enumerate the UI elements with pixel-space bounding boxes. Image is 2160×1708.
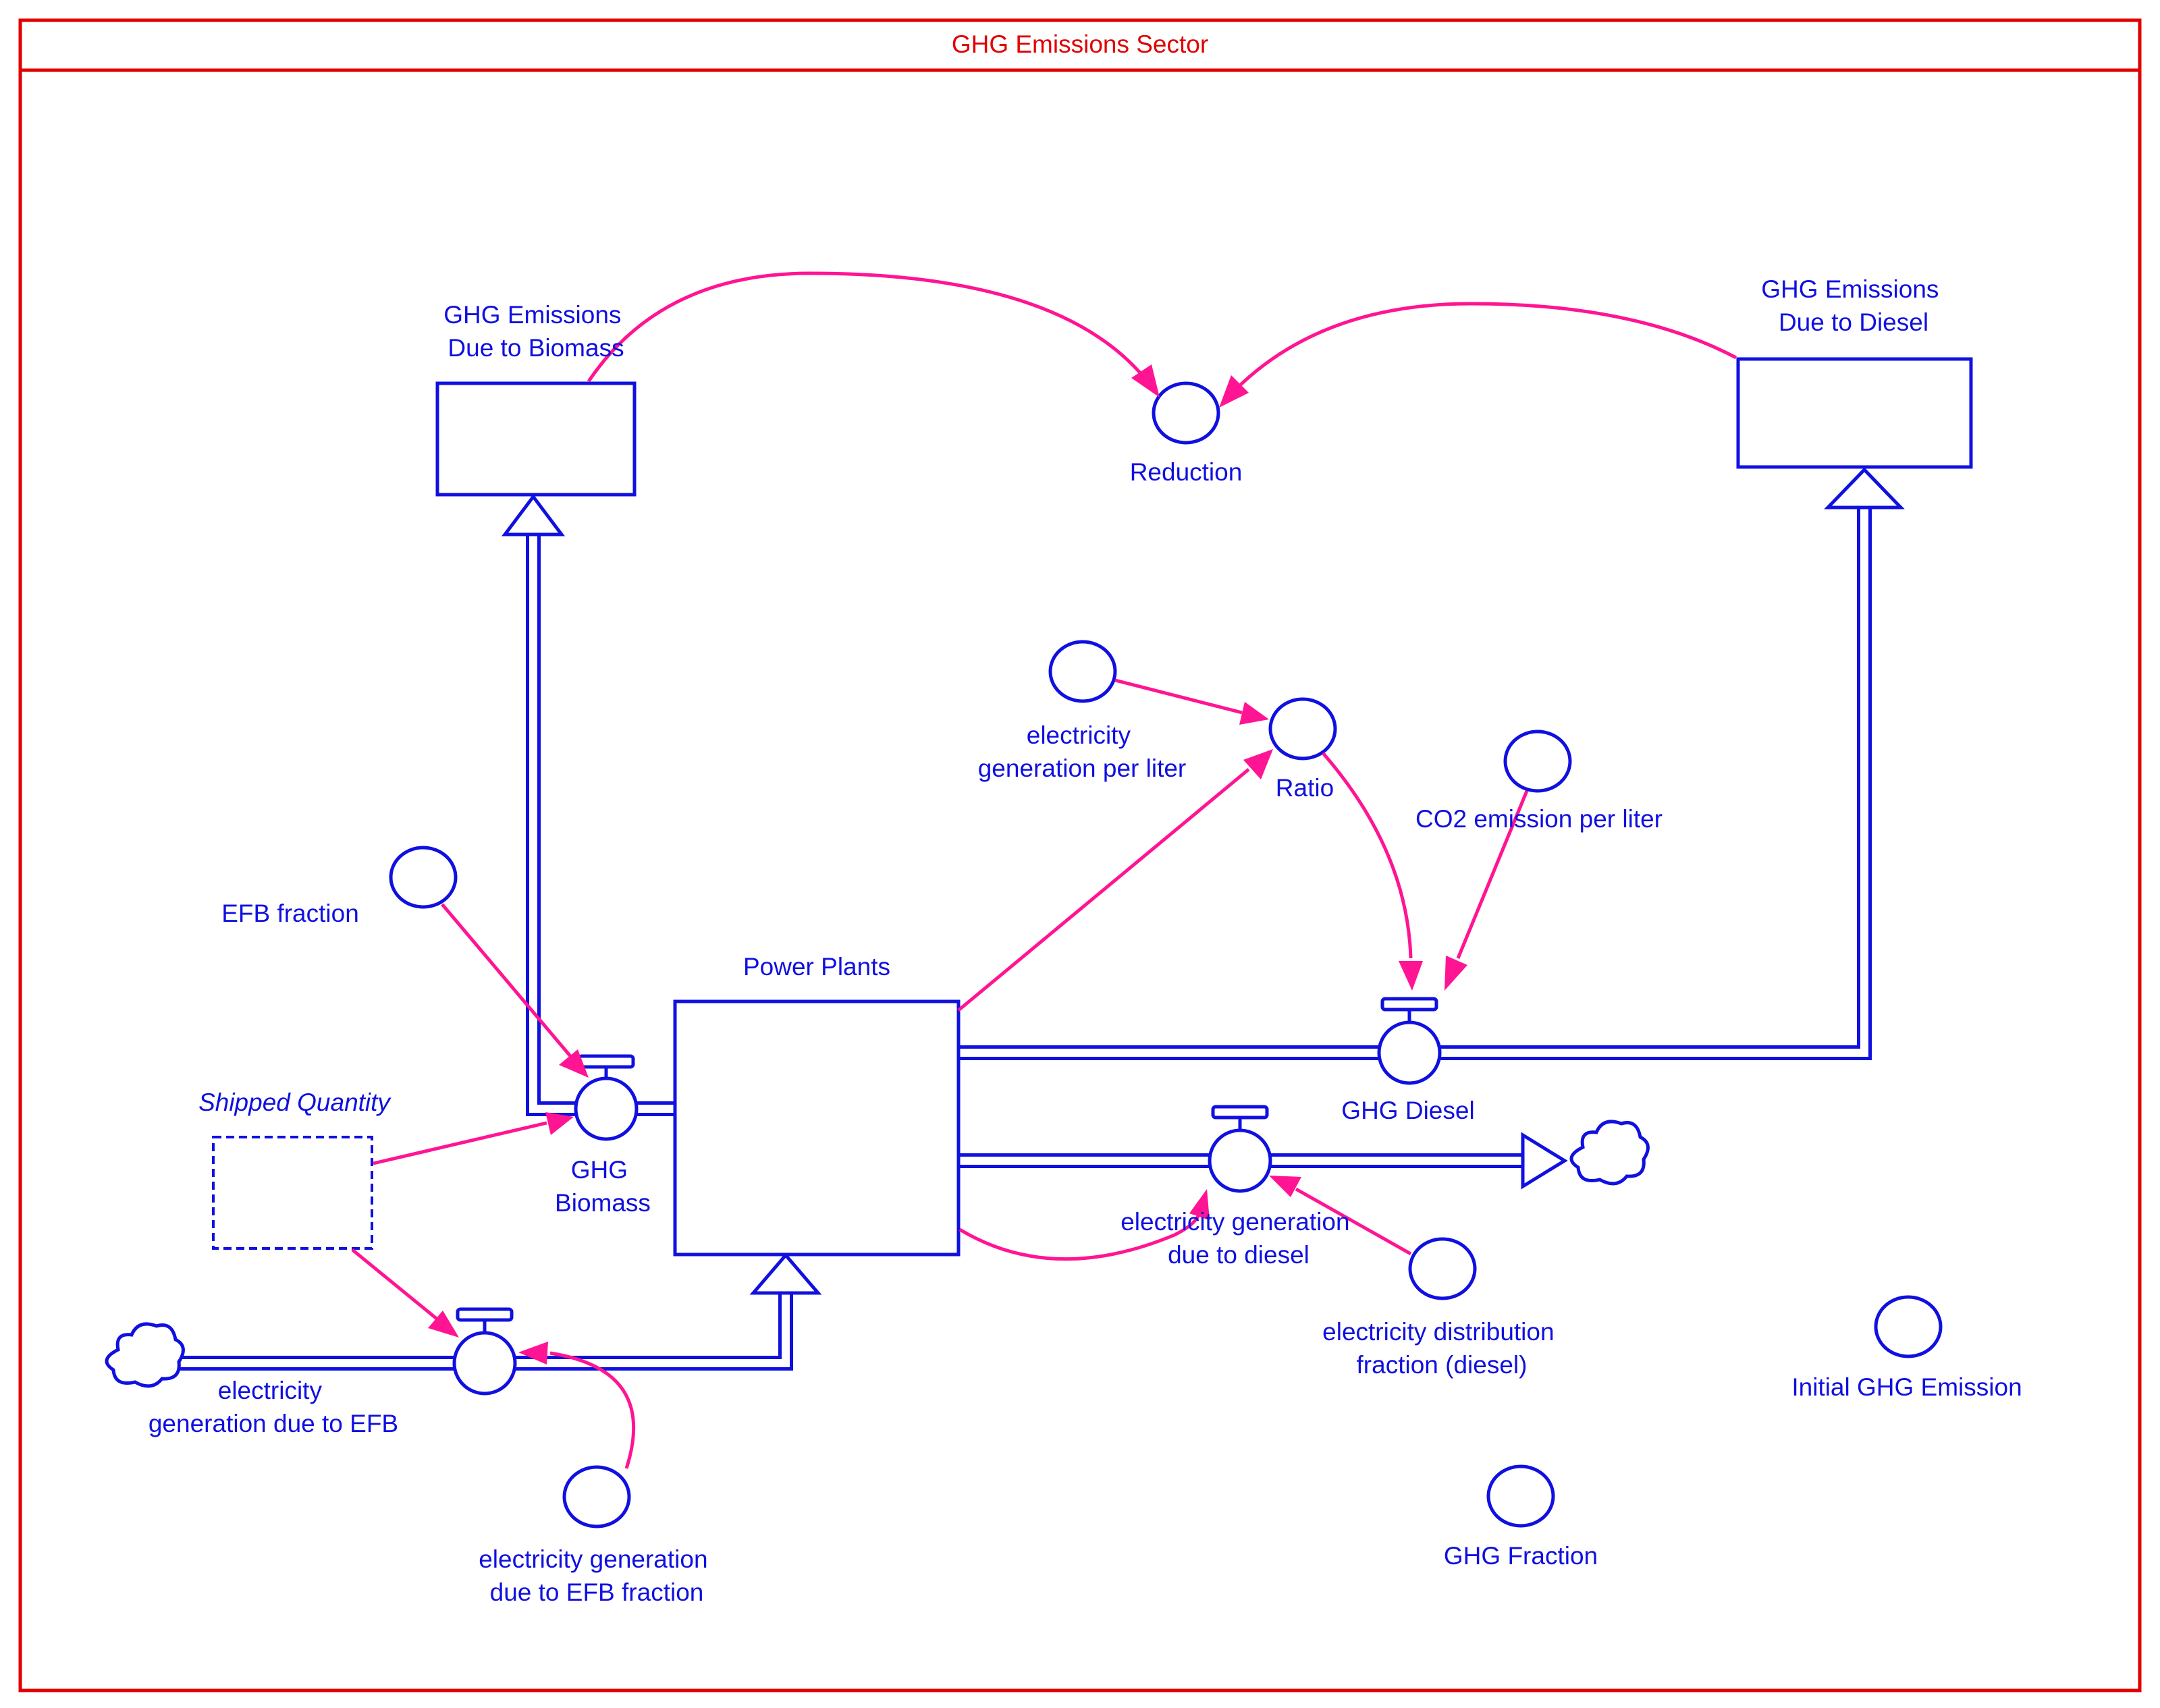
flow-pipe-ghg-biomass: [502, 493, 674, 1116]
link-biomass-to-reduction: [587, 271, 1160, 397]
label-distribution-fraction: electricity distribution fraction (diese…: [1322, 1318, 1561, 1379]
link-co2-to-ghg-diesel: [1444, 790, 1529, 991]
valve-generation-diesel[interactable]: [1208, 1105, 1272, 1193]
valve-generation-efb[interactable]: [452, 1307, 517, 1396]
aux-reduction[interactable]: [1152, 381, 1220, 445]
aux-gen-efb-fraction[interactable]: [562, 1465, 631, 1528]
label-efb-fraction: EFB fraction: [221, 900, 359, 927]
link-distribution-to-generation-diesel: [1269, 1176, 1412, 1256]
stock-ghg-emissions-diesel[interactable]: [1736, 357, 1973, 469]
label-co2-per-liter: CO2 emission per liter: [1415, 805, 1663, 833]
cloud-source-icon: [105, 1322, 185, 1388]
link-power-plants-to-generation-diesel: [959, 1189, 1210, 1261]
label-ghg-emissions-biomass: GHG Emissions Due to Biomass: [443, 301, 628, 362]
link-diesel-to-reduction: [1219, 302, 1737, 408]
valve-ghg-diesel[interactable]: [1377, 997, 1442, 1085]
label-ghg-diesel: GHG Diesel: [1341, 1097, 1474, 1124]
aux-ghg-fraction[interactable]: [1486, 1464, 1555, 1528]
label-reduction: Reduction: [1130, 458, 1243, 486]
sector-frame: [18, 18, 2142, 1692]
label-generation-diesel: electricity generation due to diesel: [1120, 1208, 1357, 1269]
label-shipped-quantity: Shipped Quantity: [198, 1089, 392, 1116]
link-ratio-to-ghg-diesel: [1322, 752, 1423, 991]
label-gen-efb-fraction: electricity generation due to EFB fracti…: [479, 1545, 715, 1606]
label-ghg-fraction: GHG Fraction: [1444, 1542, 1598, 1570]
stock-ghg-emissions-biomass[interactable]: [435, 381, 637, 497]
label-generation-per-liter: electricity generation per liter: [978, 721, 1187, 782]
label-initial-ghg-emission: Initial GHG Emission: [1791, 1373, 2022, 1401]
link-shipped-to-generation-efb: [351, 1248, 459, 1338]
aux-co2-per-liter[interactable]: [1503, 729, 1572, 793]
link-per-liter-to-ratio: [1114, 678, 1269, 725]
cloud-sink-icon: [1569, 1120, 1650, 1186]
valve-ghg-biomass[interactable]: [574, 1054, 639, 1141]
link-power-plants-to-ratio: [957, 749, 1273, 1012]
link-efb-fraction-to-ghg-biomass: [441, 903, 589, 1078]
flow-pipe-generation-efb: [172, 1252, 822, 1371]
label-generation-efb: electricity generation due to EFB: [148, 1377, 398, 1437]
valve-icon: [1208, 1128, 1272, 1193]
aux-efb-fraction[interactable]: [389, 846, 458, 909]
sector-title: GHG Emissions Sector: [952, 30, 1208, 58]
link-gen-efb-fraction-to-generation-efb: [518, 1342, 636, 1469]
arrowhead-icon: [1521, 1132, 1568, 1190]
link-shipped-to-ghg-biomass: [373, 1112, 574, 1165]
stock-shipped-quantity-ghost[interactable]: [212, 1136, 373, 1250]
label-ghg-emissions-diesel: GHG Emissions Due to Diesel: [1761, 275, 1945, 336]
aux-initial-ghg-emission[interactable]: [1874, 1295, 1943, 1358]
aux-distribution-fraction[interactable]: [1408, 1237, 1477, 1300]
arrowhead-icon: [749, 1252, 822, 1295]
label-ghg-biomass: GHG Biomass: [555, 1156, 651, 1217]
valve-icon: [1377, 1020, 1442, 1085]
aux-ratio[interactable]: [1268, 697, 1337, 761]
arrowhead-icon: [1824, 467, 1905, 509]
label-ratio: Ratio: [1276, 774, 1334, 802]
flow-pipe-ghg-diesel: [959, 467, 1905, 1060]
valve-icon: [574, 1076, 639, 1141]
stock-power-plants[interactable]: [673, 999, 961, 1257]
valve-icon: [452, 1331, 517, 1396]
arrowhead-icon: [502, 493, 565, 536]
aux-generation-per-liter[interactable]: [1048, 640, 1117, 703]
label-power-plants: Power Plants: [743, 953, 890, 981]
